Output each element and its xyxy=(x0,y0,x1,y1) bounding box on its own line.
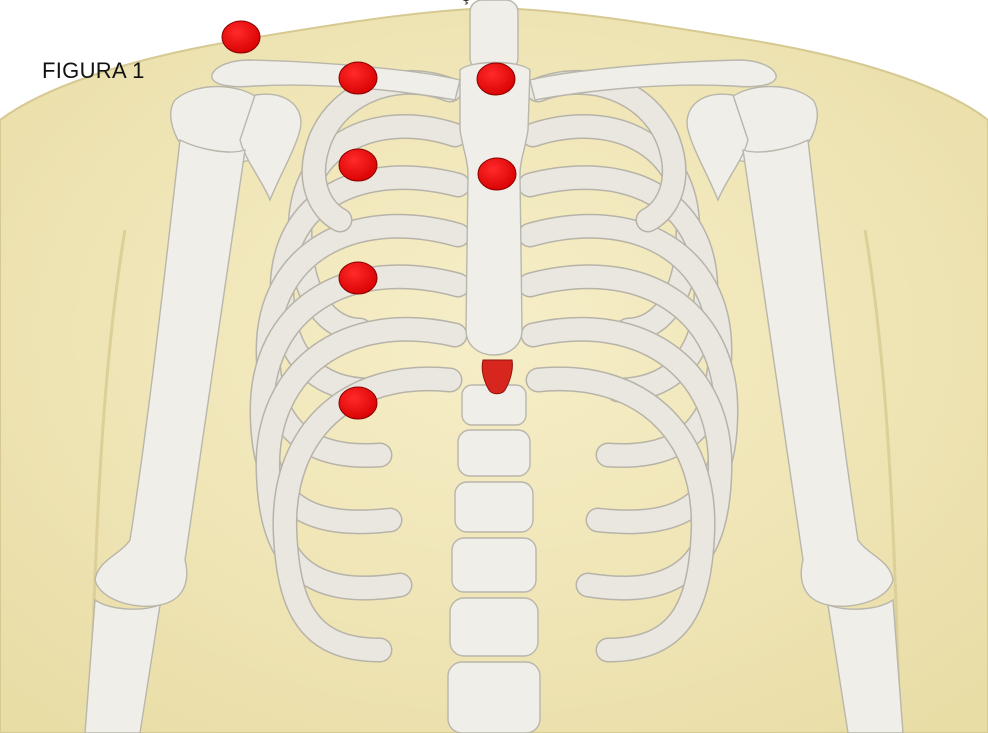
marker-right-2nd-rib xyxy=(339,149,377,181)
marker-sternum-upper xyxy=(478,158,516,190)
marker-clavicle-right xyxy=(339,62,377,94)
sternum xyxy=(460,63,530,356)
top-caption-fragment: Ç xyxy=(460,0,472,6)
marker-sternal-notch xyxy=(477,63,515,95)
figure-label: FIGURA 1 xyxy=(42,58,145,84)
marker-shoulder xyxy=(222,21,260,53)
marker-right-4th-rib xyxy=(339,262,377,294)
marker-right-6th-rib xyxy=(339,387,377,419)
